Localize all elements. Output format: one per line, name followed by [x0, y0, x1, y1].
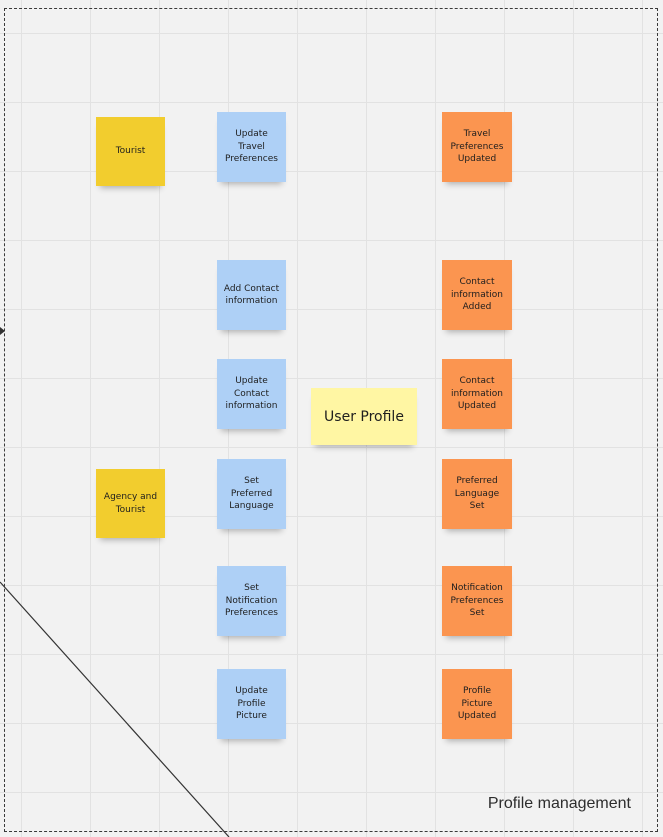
sticky-text: Set Preferred Language	[229, 476, 274, 512]
sticky-text: Profile Picture Updated	[457, 686, 497, 722]
sticky-text: Preferred Language Set	[454, 476, 500, 512]
sticky-command-set-language[interactable]: Set Preferred Language	[217, 459, 286, 529]
sticky-command-set-notification[interactable]: Set Notification Preferences	[217, 566, 286, 636]
frame-title: Profile management	[487, 795, 631, 812]
sticky-command-update-contact[interactable]: Update Contact information	[217, 359, 286, 429]
sticky-event-language-set[interactable]: Preferred Language Set	[442, 459, 512, 529]
sticky-event-travel-updated[interactable]: Travel Preferences Updated	[442, 112, 512, 182]
sticky-event-contact-added[interactable]: Contact information Added	[442, 260, 512, 330]
sticky-text: Set Notification Preferences	[225, 583, 278, 619]
sticky-text: Tourist	[115, 146, 146, 157]
sticky-text: Contact information Updated	[451, 376, 503, 412]
sticky-text: Update Travel Preferences	[225, 129, 278, 165]
sticky-text: Travel Preferences Updated	[450, 129, 504, 165]
sticky-text: Contact information Added	[451, 277, 503, 313]
sticky-text: Update Contact information	[225, 376, 278, 412]
sticky-text: Agency and Tourist	[103, 492, 158, 515]
sticky-event-picture-updated[interactable]: Profile Picture Updated	[442, 669, 512, 739]
sticky-event-contact-updated[interactable]: Contact information Updated	[442, 359, 512, 429]
sticky-command-add-contact[interactable]: Add Contact information	[217, 260, 286, 330]
sticky-event-notification-set[interactable]: Notification Preferences Set	[442, 566, 512, 636]
sticky-actor-agency-tourist[interactable]: Agency and Tourist	[96, 469, 165, 538]
sticky-command-update-travel[interactable]: Update Travel Preferences	[217, 112, 286, 182]
sticky-text: Notification Preferences Set	[450, 583, 504, 619]
sticky-actor-tourist[interactable]: Tourist	[96, 117, 165, 186]
sticky-aggregate-user-profile[interactable]: User Profile	[311, 388, 417, 445]
sticky-text: Update Profile Picture	[235, 686, 268, 722]
connector-arrow-icon	[0, 327, 5, 335]
sticky-command-update-picture[interactable]: Update Profile Picture	[217, 669, 286, 739]
sticky-text: Add Contact information	[223, 283, 280, 307]
frame-profile-management[interactable]: Profile management	[4, 8, 658, 832]
sticky-text: User Profile	[324, 408, 404, 425]
